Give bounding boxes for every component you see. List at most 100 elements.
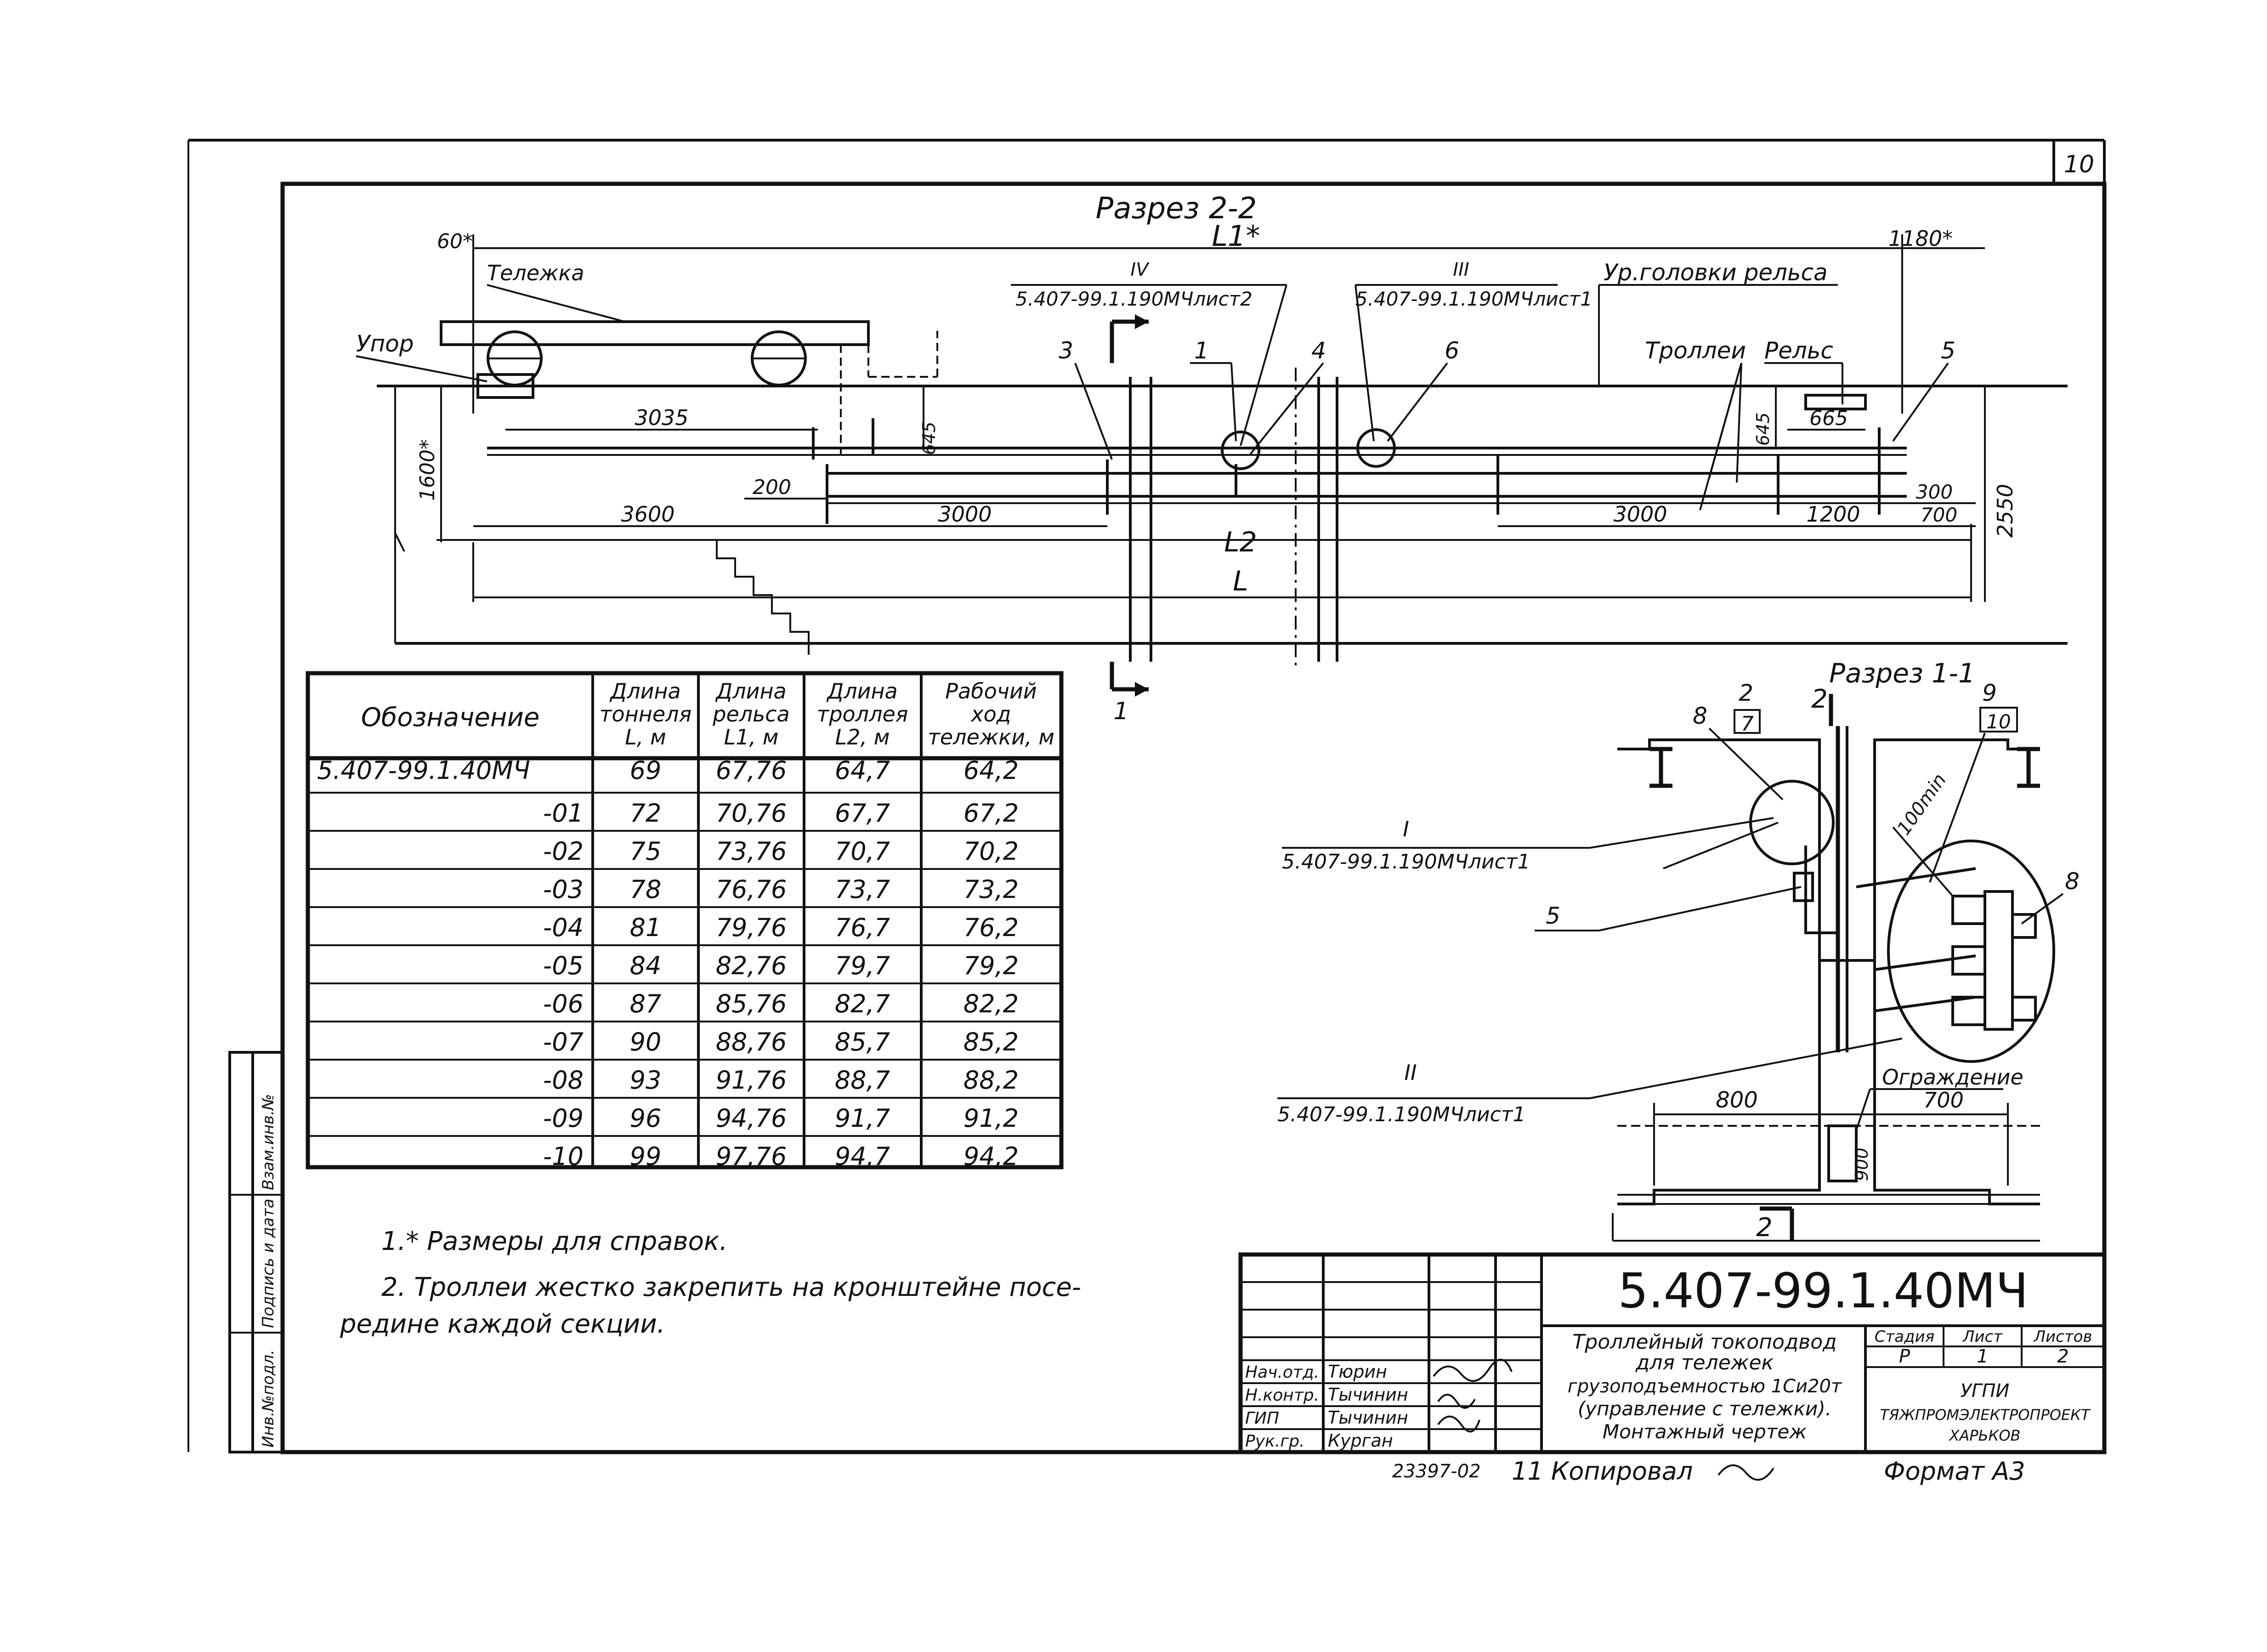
section-2-2-title: Разрез 2-2: [1096, 192, 1257, 226]
dim-1180: 1180*: [1888, 226, 1953, 251]
table-header-col-2: Длина: [715, 679, 787, 704]
table-cell-designation: -03: [543, 875, 584, 904]
dim-1200: 1200: [1806, 502, 1860, 527]
dim-1600: 1600*: [416, 439, 439, 501]
label-trolleys: Троллеи: [1645, 337, 1746, 364]
table-cell-value: 73,2: [963, 875, 1019, 904]
sheets-label: Листов: [2033, 1328, 2092, 1346]
table-cell-value: 76,76: [716, 875, 787, 904]
label-stop: Упор: [356, 330, 414, 357]
lengths-table: [306, 671, 1064, 1169]
dim-700: 700: [1921, 504, 1957, 526]
table-cell-value: 91,7: [835, 1104, 890, 1133]
table-cell-value: 73,76: [716, 837, 787, 866]
table-cell-value: 85,2: [963, 1028, 1019, 1056]
ref-ii: II: [1404, 1060, 1417, 1085]
ref-iii: III: [1453, 259, 1469, 280]
table-cell-value: 64,7: [835, 756, 890, 785]
role-4: Рук.гр.: [1245, 1432, 1304, 1451]
dim-60: 60*: [437, 230, 473, 253]
drawing-name-5: Монтажный чертеж: [1603, 1420, 1807, 1443]
table-header-col-2: рельса: [712, 702, 790, 727]
table-cell-value: 76,2: [963, 913, 1019, 942]
dim-900: 900: [1852, 1147, 1872, 1181]
copier-signature: [1717, 1464, 1774, 1481]
pos-2: 2: [1739, 680, 1753, 706]
table-header-col-3: L2, м: [835, 725, 890, 749]
table-header-col-4: ход: [970, 702, 1011, 727]
section-2-2: Разрез 2-2 L1* 60* 1180* Тележка Упор IV…: [356, 192, 2068, 725]
role-2: Н.контр.: [1245, 1386, 1319, 1405]
name-1: Тюрин: [1328, 1362, 1387, 1382]
section-1-1-title: Разрез 1-1: [1829, 658, 1975, 689]
table-cell-value: 88,7: [835, 1066, 890, 1095]
pos-5-s11: 5: [1546, 903, 1560, 929]
role-3: ГИП: [1245, 1409, 1279, 1428]
label-l2: L2: [1224, 526, 1257, 558]
cut-mark-1: 1: [1113, 698, 1128, 725]
table-cell-value: 73,7: [835, 875, 890, 904]
dim-645b: 645: [1753, 412, 1773, 446]
drawing-name-1: Троллейный токоподвод: [1572, 1330, 1836, 1354]
page-number: 10: [2064, 151, 2094, 178]
dim-3600: 3600: [621, 502, 674, 527]
note-2-cont: редине каждой секции.: [340, 1309, 665, 1339]
table-cell-value: 91,76: [716, 1066, 787, 1095]
org-line-3: ХАРЬКОВ: [1949, 1427, 2021, 1444]
sheet-frame: [187, 139, 2107, 1454]
table-cell-value: 82,7: [835, 989, 890, 1018]
pos-5: 5: [1941, 337, 1955, 364]
table-cell-designation: -07: [543, 1028, 584, 1056]
stage-value: Р: [1899, 1346, 1910, 1367]
name-2: Тычинин: [1328, 1385, 1408, 1405]
table-header-col-4: тележки, м: [928, 725, 1054, 749]
name-4: Курган: [1328, 1431, 1393, 1451]
label-rail: Рельс: [1764, 337, 1833, 364]
ref-iii-sheet: 5.407-99.1.190МЧлист1: [1355, 288, 1593, 310]
table-cell-designation: -06: [543, 989, 584, 1018]
table-header-col-1: тоннеля: [600, 702, 691, 727]
dim-300: 300: [1916, 481, 1953, 503]
pos-9: 9: [1982, 680, 1997, 706]
role-1: Нач.отд.: [1245, 1363, 1319, 1382]
pos-10: 10: [1986, 710, 2011, 733]
table-cell-designation: -05: [543, 951, 584, 980]
table-cell-value: 75: [630, 837, 662, 866]
table-cell-designation: -02: [543, 837, 584, 866]
stage-label: Стадия: [1875, 1328, 1934, 1346]
table-cell-designation: -09: [543, 1104, 584, 1133]
table-cell-value: 88,2: [963, 1066, 1019, 1095]
table-header-designation: Обозначение: [361, 703, 540, 732]
ref-iv-sheet: 5.407-99.1.190МЧлист2: [1015, 288, 1253, 310]
pos-7: 7: [1741, 712, 1754, 736]
pos-6: 6: [1445, 337, 1459, 364]
table-header-col-1: L, м: [625, 725, 666, 749]
note-1: 1.* Размеры для справок.: [381, 1226, 728, 1256]
dim-665: 665: [1809, 407, 1848, 430]
pos-8a: 8: [1693, 703, 1707, 729]
table-cell-value: 87: [630, 989, 662, 1018]
footer-copied: 11 Копировал: [1512, 1457, 1693, 1486]
table-cell-value: 97,76: [716, 1142, 787, 1171]
pos-4: 4: [1311, 337, 1326, 364]
sheet-value: 1: [1977, 1346, 1988, 1367]
ref-iv: IV: [1130, 259, 1150, 280]
drawing-code: 5.407-99.1.40МЧ: [1618, 1263, 2028, 1319]
table-cell-value: 72: [630, 799, 662, 828]
dim-645a: 645: [919, 421, 939, 455]
pos-2b: 2: [1811, 684, 1828, 714]
table-cell-value: 70,2: [963, 837, 1019, 866]
drawing-name-3: грузоподъемностью 1Си20т: [1568, 1376, 1842, 1397]
table-cell-value: 96: [630, 1104, 662, 1133]
table-cell-value: 67,2: [963, 799, 1019, 828]
table-cell-value: 76,7: [835, 913, 890, 942]
dim-100min: 100min: [1893, 770, 1951, 839]
table-cell-value: 78: [630, 875, 662, 904]
table-cell-designation: -08: [543, 1066, 584, 1095]
notes: 1.* Размеры для справок. 2. Троллеи жест…: [340, 1226, 1081, 1339]
table-cell-value: 94,7: [835, 1142, 890, 1171]
pos-3: 3: [1059, 337, 1073, 364]
label-guard: Ограждение: [1882, 1065, 2023, 1090]
